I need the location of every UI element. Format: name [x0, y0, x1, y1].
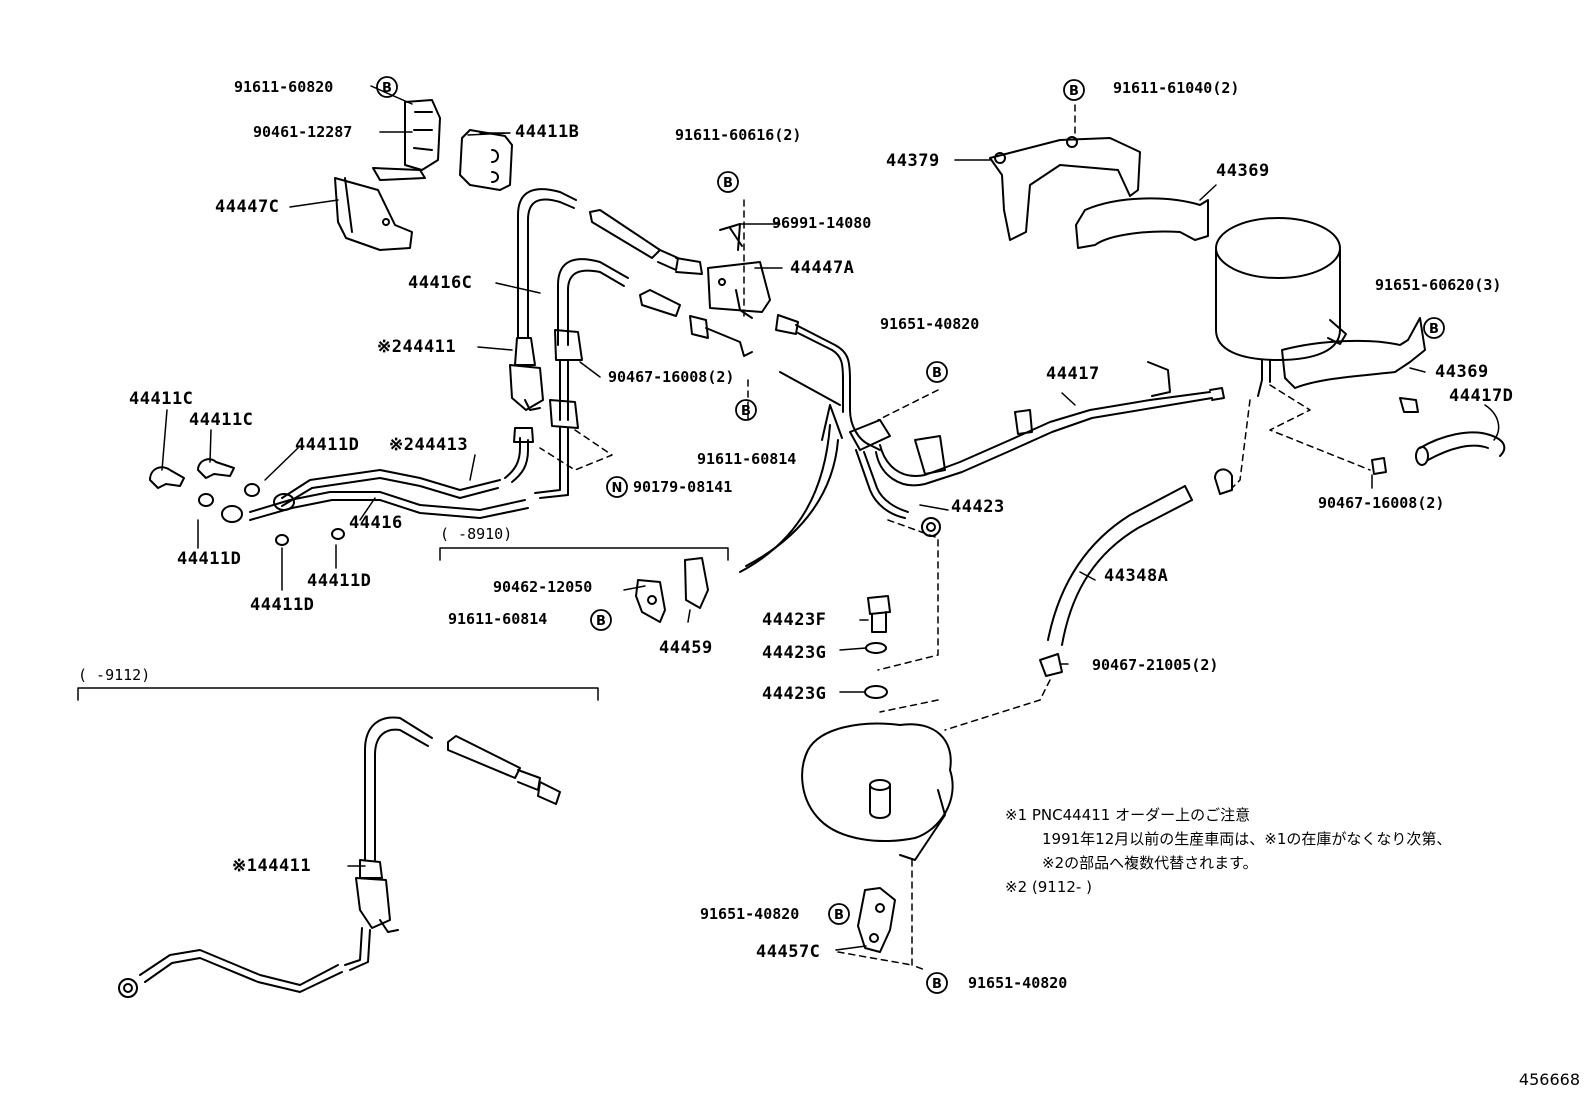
marker-b-text: B — [1069, 84, 1079, 99]
marker-b-text: B — [1429, 322, 1439, 337]
part-label-44411d-b: 44411D — [177, 549, 242, 569]
note-line-1: ※1 PNC44411 オーダー上のご注意 — [1005, 806, 1251, 824]
marker-b-text: B — [723, 176, 733, 191]
bolt-44423f-drawing — [864, 595, 891, 699]
part-label-44417: 44417 — [1046, 364, 1100, 384]
bracket-44379-drawing — [989, 136, 1141, 241]
band-44369-top-drawing — [1075, 197, 1209, 249]
part-label-91651-40820-mid: 91651-40820 — [700, 905, 800, 923]
part-label-44423f: 44423F — [762, 610, 827, 630]
marker-b-text: B — [834, 908, 844, 923]
part-label-91611-60814-low: 91611-60814 — [448, 610, 548, 628]
part-label-44457c: 44457C — [756, 942, 821, 962]
part-label-44411-s2: ※244411 — [377, 337, 457, 357]
part-label-91611-60616: 91611-60616(2) — [675, 126, 802, 144]
marker-b-text: B — [382, 81, 392, 96]
part-label-44411d-d: 44411D — [250, 595, 315, 615]
part-label-44369-low: 44369 — [1435, 362, 1489, 382]
part-label-44417d: 44417D — [1449, 386, 1514, 406]
part-label-90467-16008-right: 90467-16008(2) — [1318, 494, 1445, 512]
clamp-44459-drawing — [635, 557, 709, 623]
diagram-id: 456668 — [1518, 1070, 1580, 1089]
part-label-44369-top: 44369 — [1216, 161, 1270, 181]
hose-44348a-drawing — [1039, 457, 1387, 677]
dashed-leaders — [539, 104, 1371, 971]
circled-b-marker — [926, 361, 948, 383]
circled-b-marker — [1063, 79, 1085, 101]
part-label-44411b: 44411B — [515, 122, 580, 142]
part-label-91651-40820-bot: 91651-40820 — [968, 974, 1068, 992]
part-label-44379: 44379 — [886, 151, 940, 171]
part-label-91651-40820-top: 91651-40820 — [880, 315, 980, 333]
part-label-90461-12287: 90461-12287 — [253, 123, 353, 141]
part-label-44423g-a: 44423G — [762, 643, 827, 663]
part-label-44416: 44416 — [349, 513, 403, 533]
circled-b-marker — [1423, 317, 1445, 339]
part-label-91611-61040: 91611-61040(2) — [1113, 79, 1240, 97]
circled-b-marker — [717, 171, 739, 193]
marker-b-text: B — [932, 977, 942, 992]
part-label-44459: 44459 — [659, 638, 713, 658]
range-label-9112: ( -9112) — [78, 666, 151, 684]
bushing-44411b-drawing — [459, 129, 513, 191]
circled-b-marker — [735, 399, 757, 421]
part-label-44411c-b: 44411C — [189, 410, 254, 430]
leader-lines — [161, 85, 1500, 951]
pressure-tube-144411-drawing — [118, 716, 561, 998]
part-label-91611-60814-mid: 91611-60814 — [697, 450, 797, 468]
part-label-96991-14080: 96991-14080 — [772, 214, 872, 232]
marker-n-text: N — [612, 481, 623, 496]
circled-b-marker — [590, 609, 612, 631]
part-label-44411d-a: 44411D — [295, 435, 360, 455]
part-label-44447a: 44447A — [790, 258, 855, 278]
note-line-2: 1991年12月以前の生産車両は、※1の在庫がなくなり次第、 — [1042, 830, 1452, 848]
range-label-8910: ( -8910) — [440, 525, 513, 543]
part-label-44411d-c: 44411D — [307, 571, 372, 591]
part-label-44416c: 44416C — [408, 273, 473, 293]
part-label-44348a: 44348A — [1104, 566, 1169, 586]
range-bracket-8910 — [439, 547, 729, 561]
tubes-44413-44416-drawing — [149, 427, 534, 546]
circled-b-marker — [376, 76, 398, 98]
pressure-tube-44416c-drawing — [509, 188, 753, 499]
part-label-144411-s1: ※144411 — [232, 856, 312, 876]
circled-b-marker — [828, 903, 850, 925]
note-line-3: ※2の部品へ複数代替されます。 — [1042, 854, 1258, 872]
band-44369-low-drawing — [1281, 317, 1426, 389]
part-label-91611-60820: 91611-60820 — [234, 78, 334, 96]
part-label-90462-12050: 90462-12050 — [493, 578, 593, 596]
circled-b-marker — [926, 972, 948, 994]
part-label-44447c: 44447C — [215, 197, 280, 217]
return-tube-44417-drawing — [779, 324, 1225, 537]
part-label-44413-s2: ※244413 — [389, 435, 469, 455]
marker-b-text: B — [932, 366, 942, 381]
part-label-91651-60620: 91651-60620(3) — [1375, 276, 1502, 294]
flow-arrow-drawing — [739, 404, 843, 573]
marker-b-text: B — [596, 614, 606, 629]
circled-n-marker — [606, 476, 628, 498]
range-bracket-9112 — [77, 687, 599, 701]
note-line-4: ※2 (9112- ) — [1005, 878, 1092, 896]
marker-b-text: B — [741, 404, 751, 419]
bracket-44447c-drawing — [334, 99, 441, 251]
part-label-90179-08141: 90179-08141 — [633, 478, 733, 496]
part-label-90467-16008-mid: 90467-16008(2) — [608, 368, 735, 386]
part-label-90467-21005: 90467-21005(2) — [1092, 656, 1219, 674]
pump-drawing — [801, 722, 954, 953]
hose-44417d-drawing — [1399, 397, 1506, 466]
part-label-44411c-a: 44411C — [129, 389, 194, 409]
bracket-44447a-drawing — [707, 223, 799, 335]
part-label-44423: 44423 — [951, 497, 1005, 517]
part-label-44423g-b: 44423G — [762, 684, 827, 704]
